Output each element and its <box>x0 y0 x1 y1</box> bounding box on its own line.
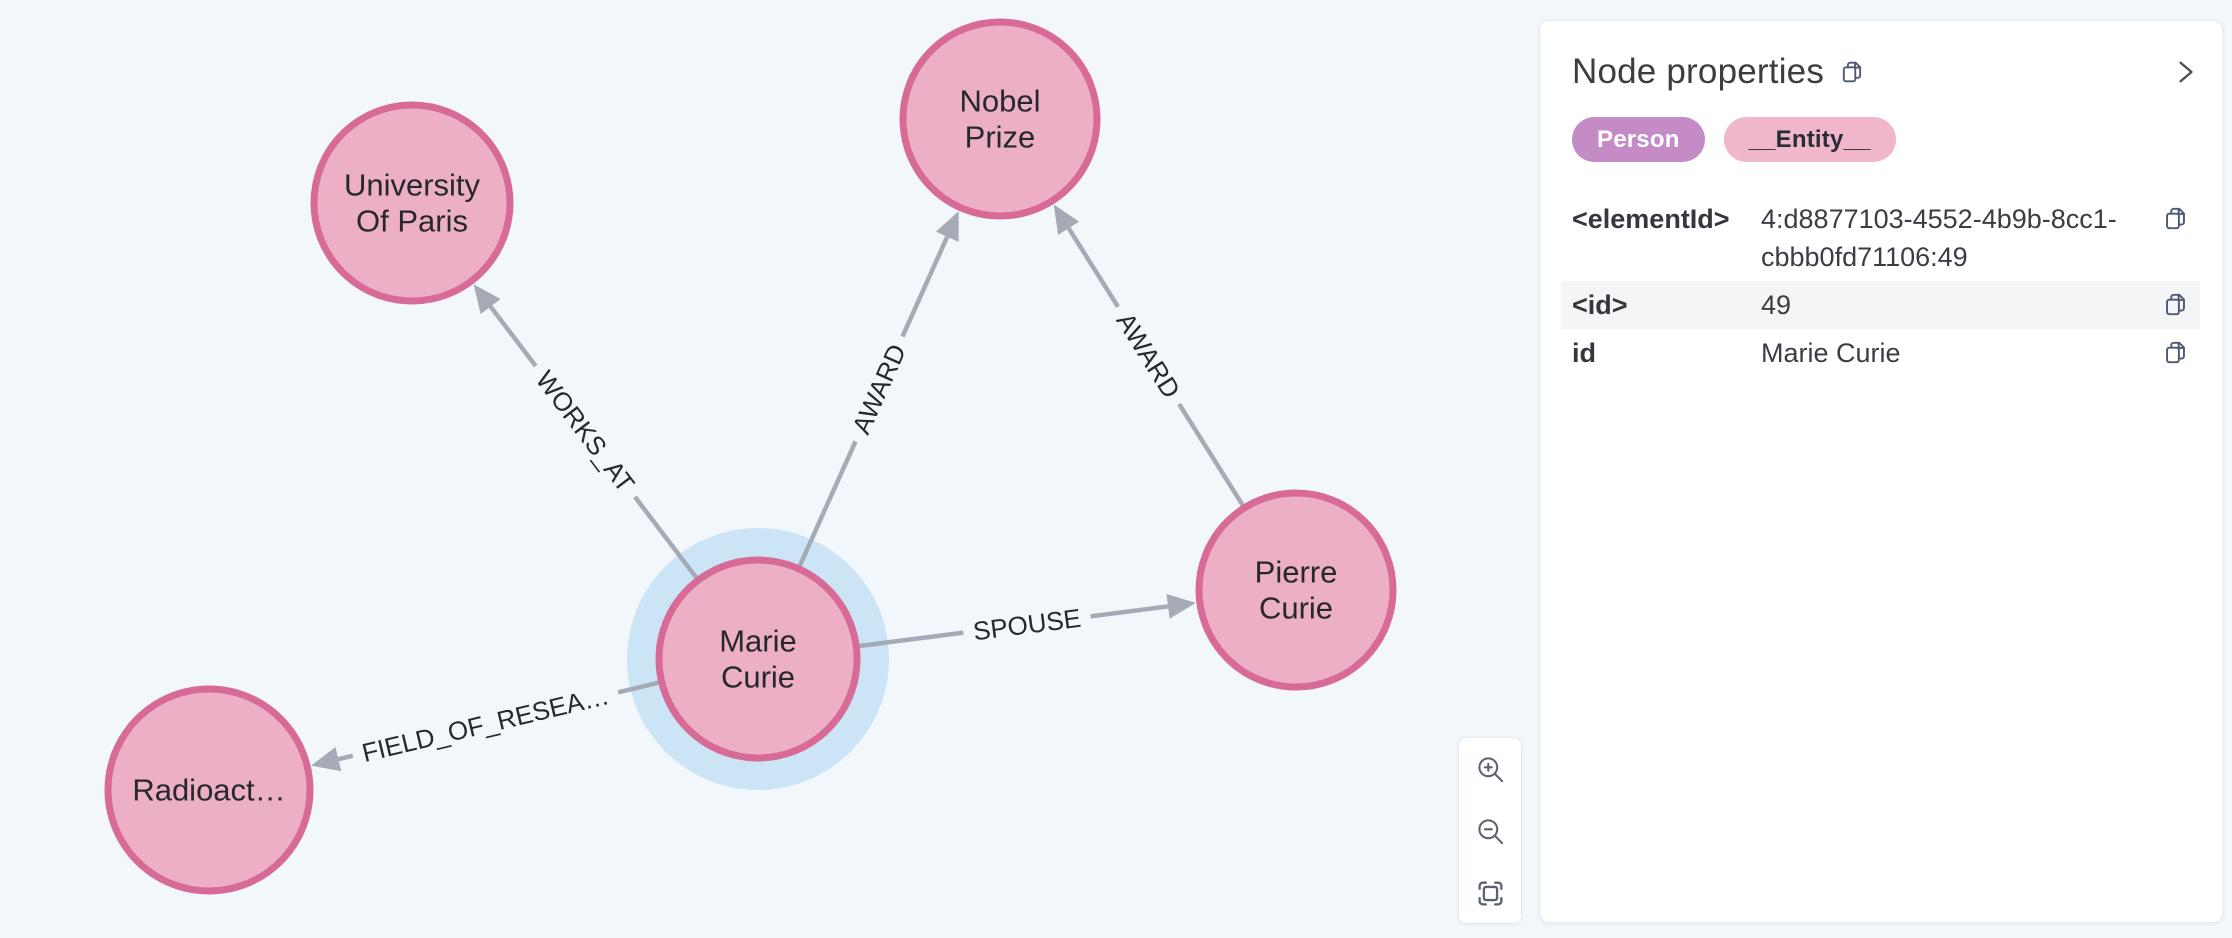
property-key: <elementId> <box>1572 204 1730 234</box>
edge-label-backing <box>1101 296 1196 415</box>
magnifier-minus-icon <box>1475 816 1506 847</box>
edge-label-text: WORKS_AT <box>530 365 641 498</box>
node-label: Of Paris <box>356 204 468 239</box>
graph-node-radioactivity[interactable]: Radioact… <box>104 685 314 895</box>
copy-property-button[interactable] <box>2161 290 2190 319</box>
edge-label-text: FIELD_OF_RESEA… <box>359 680 612 768</box>
edge-label-backing <box>960 597 1094 652</box>
chevron-right-icon <box>2172 58 2198 86</box>
arrowhead-icon <box>1053 204 1080 235</box>
node-label: Nobel <box>960 84 1041 119</box>
graph-edge-field-of-resea-[interactable]: FIELD_OF_RESEA… <box>311 673 661 775</box>
edge-label[interactable]: FIELD_OF_RESEA… <box>348 673 623 775</box>
edge-label[interactable]: SPOUSE <box>960 597 1094 652</box>
edge-label[interactable]: AWARD <box>838 328 920 450</box>
property-table: <elementId> 4:d8877103-4552-4b9b-8cc1-cbb… <box>1540 195 2222 377</box>
collapse-panel-button[interactable] <box>2172 58 2198 86</box>
node-label: Curie <box>1259 591 1333 626</box>
node-label-badge[interactable]: __Entity__ <box>1723 117 1896 162</box>
zoom-in-button[interactable] <box>1475 754 1506 785</box>
zoom-controls <box>1458 737 1522 924</box>
copy-icon <box>1838 58 1866 86</box>
node-circle[interactable] <box>104 685 314 895</box>
edge-label-backing <box>838 328 920 450</box>
magnifier-plus-icon <box>1475 754 1506 785</box>
node-label-badge[interactable]: Person <box>1572 117 1705 162</box>
edge-label[interactable]: AWARD <box>1101 296 1196 415</box>
node-label: Pierre <box>1255 555 1338 590</box>
node-label-badges: Person __Entity__ <box>1572 117 2222 162</box>
graph-edge-award[interactable]: AWARD <box>1053 204 1246 508</box>
arrowhead-icon <box>311 746 342 772</box>
node-circle[interactable] <box>1195 489 1397 691</box>
property-row: <id> 49 <box>1561 281 2200 329</box>
edge-label-text: AWARD <box>846 340 912 439</box>
edge-label[interactable]: WORKS_AT <box>520 354 651 509</box>
fit-to-view-button[interactable] <box>1475 878 1506 909</box>
property-value: 4:d8877103-4552-4b9b-8cc1-cbbb0fd71106:4… <box>1761 204 2117 272</box>
copy-all-properties-button[interactable] <box>1838 58 1866 86</box>
node-label: Radioact… <box>132 773 285 808</box>
node-properties-panel: Node properties <box>1539 20 2223 923</box>
node-label: University <box>344 168 481 203</box>
node-circle[interactable] <box>310 101 514 305</box>
edge-label-backing <box>520 354 651 509</box>
arrowhead-icon <box>935 211 959 242</box>
edge-label-backing <box>348 673 623 775</box>
property-key: <id> <box>1572 290 1628 320</box>
node-label: Marie <box>719 624 797 659</box>
arrowhead-icon <box>473 284 501 315</box>
property-value: Marie Curie <box>1761 338 1901 368</box>
arrowhead-icon <box>1166 594 1196 619</box>
graph-edge-award[interactable]: AWARD <box>797 211 959 568</box>
node-circle[interactable] <box>655 556 861 762</box>
graph-edge-works-at[interactable]: WORKS_AT <box>473 284 699 580</box>
zoom-out-button[interactable] <box>1475 816 1506 847</box>
property-key: id <box>1572 338 1596 368</box>
node-label: Prize <box>965 120 1036 155</box>
copy-property-button[interactable] <box>2161 204 2190 233</box>
property-row: <elementId> 4:d8877103-4552-4b9b-8cc1-cbb… <box>1561 195 2200 281</box>
property-row: id Marie Curie <box>1561 329 2200 377</box>
fit-view-icon <box>1475 878 1506 909</box>
node-label: Curie <box>721 660 795 695</box>
property-value: 49 <box>1761 290 1792 320</box>
panel-header: Node properties <box>1540 21 2222 95</box>
copy-property-button[interactable] <box>2161 338 2190 367</box>
node-circle[interactable] <box>899 18 1101 220</box>
graph-edge-spouse[interactable]: SPOUSE <box>857 594 1196 652</box>
panel-title: Node properties <box>1572 52 1825 91</box>
